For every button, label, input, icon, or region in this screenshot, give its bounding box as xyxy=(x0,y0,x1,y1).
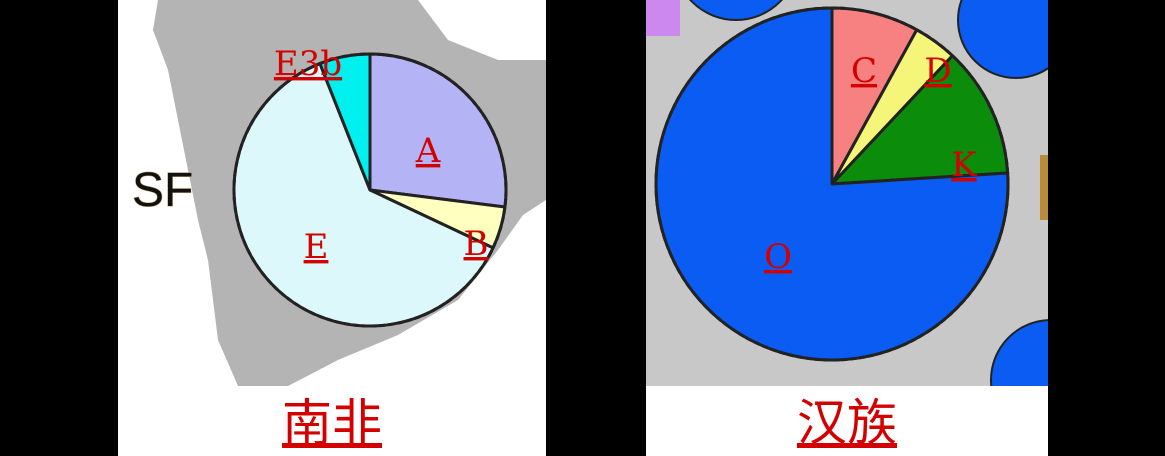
neighbor-pie-fragment xyxy=(957,0,1048,79)
pie-chart-han: C D K O xyxy=(654,6,1010,362)
slice-label-o: O xyxy=(764,237,792,277)
neighbor-pie-fragment xyxy=(646,0,680,36)
slice-label-d: D xyxy=(924,51,951,91)
pie-outline xyxy=(232,52,508,328)
south-africa-map: SF A B E E3b xyxy=(132,0,546,386)
region-label: SF xyxy=(132,164,193,217)
chart-title-han: 汉族 xyxy=(797,394,897,452)
chart-title-south-africa: 南非 xyxy=(282,394,382,452)
slice-label-k: K xyxy=(951,145,977,185)
slice-label-e: E xyxy=(304,227,329,267)
slice-label-a: A xyxy=(415,131,441,171)
pie-outline xyxy=(654,6,1010,362)
neighbor-pie-fragment xyxy=(1040,155,1048,220)
neighbor-pie-fragment xyxy=(990,319,1048,386)
slice-label-b: B xyxy=(464,224,489,264)
han-map: C D K O xyxy=(646,0,1048,386)
pie-chart-south-africa: A B E E3b xyxy=(232,44,508,328)
neighbor-pie-fragment xyxy=(689,0,783,21)
slice-label-c: C xyxy=(851,51,877,91)
slice-label-e3b: E3b xyxy=(274,44,342,84)
